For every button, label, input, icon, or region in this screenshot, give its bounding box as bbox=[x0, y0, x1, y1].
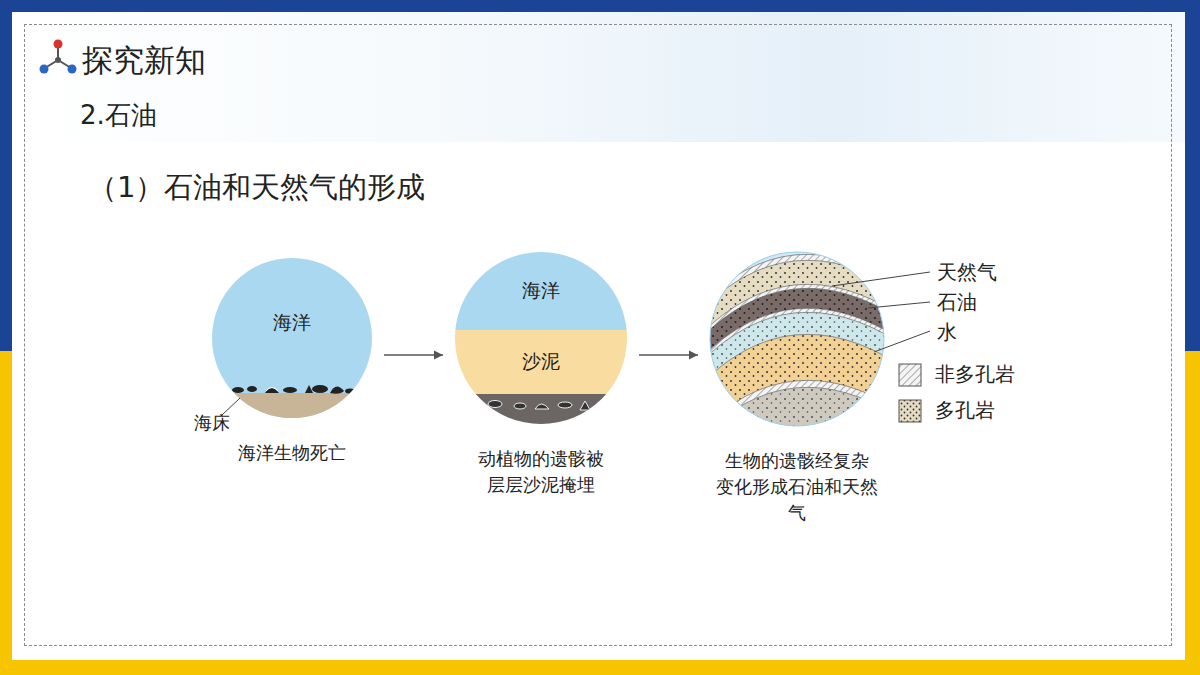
section-title: 探究新知 bbox=[82, 40, 206, 82]
text-label: 海床 bbox=[194, 411, 230, 435]
text-label: （1）石油和天然气的形成 bbox=[88, 168, 425, 208]
text-label: 2.石油 bbox=[80, 98, 157, 133]
legend-text: 非多孔岩 bbox=[935, 361, 1015, 388]
layer-band: 海洋 bbox=[455, 252, 627, 330]
buried-remains-art bbox=[450, 394, 635, 429]
text-label: 石油 bbox=[937, 289, 977, 316]
molecule-icon bbox=[40, 40, 77, 74]
stage-circle: 生物的遗骸经复杂 变化形成石油和天然气 bbox=[710, 252, 884, 426]
stage-caption: 生物的遗骸经复杂 变化形成石油和天然气 bbox=[715, 448, 879, 526]
circle-rim bbox=[710, 252, 884, 426]
leader-lines bbox=[832, 272, 930, 352]
band-label: 沙泥 bbox=[455, 349, 627, 375]
layer-band: 沙泥 bbox=[455, 330, 627, 394]
text-label: 水 bbox=[937, 319, 957, 346]
flow-arrow bbox=[384, 351, 443, 360]
hatch-swatch bbox=[899, 364, 921, 386]
oil-gas-trap-art bbox=[700, 214, 900, 525]
dot-swatch bbox=[899, 400, 921, 422]
flow-arrow bbox=[639, 351, 698, 360]
text-label: 天然气 bbox=[937, 259, 997, 286]
legend-text: 多孔岩 bbox=[935, 397, 995, 424]
stage-caption: 海洋生物死亡 bbox=[217, 440, 367, 466]
band-label: 海洋 bbox=[455, 278, 627, 304]
circle-label: 海洋 bbox=[212, 310, 372, 336]
rock-stratum bbox=[700, 387, 900, 525]
stage-circle: 动植物的遗骸被 层层沙泥掩埋海洋沙泥 bbox=[455, 252, 627, 424]
stage-caption: 动植物的遗骸被 层层沙泥掩埋 bbox=[471, 446, 611, 498]
ocean-circle-art bbox=[200, 250, 390, 433]
stage-circle: 海洋海洋生物死亡 bbox=[212, 258, 372, 418]
